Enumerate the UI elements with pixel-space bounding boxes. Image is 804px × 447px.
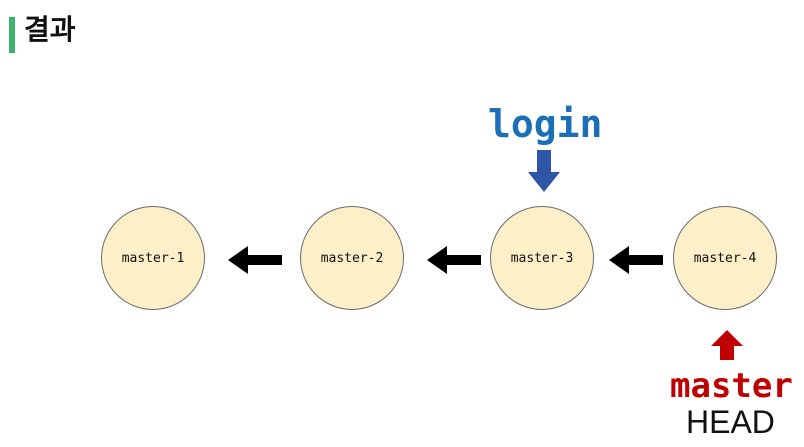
commit-label: master-3: [510, 250, 574, 266]
branch-login-label: login: [488, 102, 603, 146]
branch-master-label: master: [670, 366, 793, 406]
parent-arrow-icon: [609, 246, 663, 274]
commit-node: master-2: [300, 206, 404, 310]
parent-arrow-icon: [228, 246, 282, 274]
page-title: 결과: [24, 13, 76, 46]
parent-arrow-icon: [427, 246, 481, 274]
arrow-up-icon: [711, 330, 743, 360]
commit-node: master-4: [673, 206, 777, 310]
commit-label: master-1: [121, 250, 185, 266]
commit-node: master-1: [101, 206, 205, 310]
title-accent-bar: [9, 17, 15, 53]
commit-node: master-3: [490, 206, 594, 310]
commit-label: master-4: [693, 250, 757, 266]
head-label: HEAD: [686, 404, 775, 440]
arrow-down-icon: [528, 150, 560, 192]
commit-label: master-2: [320, 250, 384, 266]
